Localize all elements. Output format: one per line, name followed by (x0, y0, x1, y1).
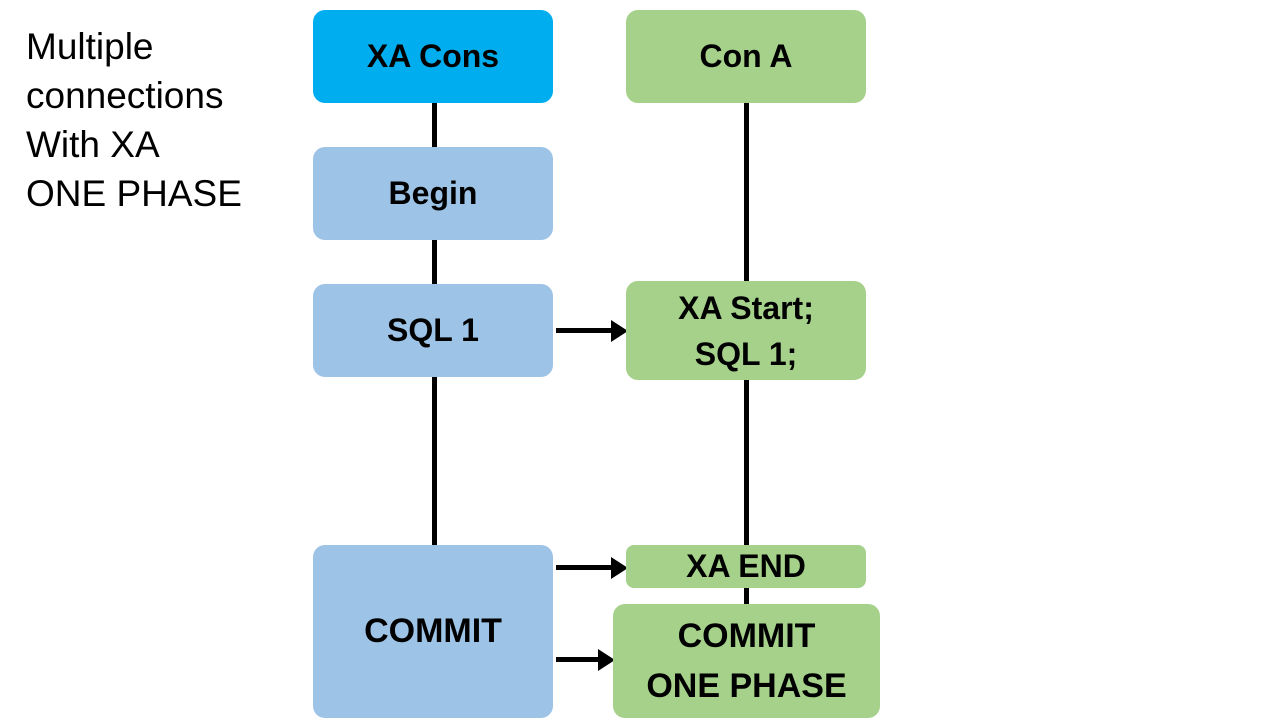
connector-begin-to-sql-1 (432, 240, 437, 284)
node-begin[interactable]: Begin (313, 147, 553, 240)
arrow-line-commit-to-xa-end (556, 565, 611, 570)
node-xa-start-sql-1[interactable]: XA Start; SQL 1; (626, 281, 866, 380)
connector-xa-start-to-xa-end (744, 380, 749, 545)
arrow-head-sql-1-to-xa-start (611, 320, 628, 342)
node-xa-cons[interactable]: XA Cons (313, 10, 553, 103)
arrow-line-sql-1-to-xa-start (556, 328, 611, 333)
arrow-line-commit-to-commit-one-phase (556, 657, 598, 662)
connector-sql-1-to-commit (432, 377, 437, 545)
connector-xa-cons-to-begin (432, 103, 437, 147)
node-sql-1[interactable]: SQL 1 (313, 284, 553, 377)
node-commit-one-phase[interactable]: COMMIT ONE PHASE (613, 604, 880, 718)
connector-xa-end-to-commit-one-phase (744, 588, 749, 604)
node-xa-end[interactable]: XA END (626, 545, 866, 588)
node-commit[interactable]: COMMIT (313, 545, 553, 718)
diagram-caption: Multiple connections With XA ONE PHASE (26, 26, 242, 214)
arrow-head-commit-to-xa-end (611, 557, 628, 579)
arrow-head-commit-to-commit-one-phase (598, 649, 615, 671)
node-con-a[interactable]: Con A (626, 10, 866, 103)
connector-con-a-to-xa-start (744, 103, 749, 281)
